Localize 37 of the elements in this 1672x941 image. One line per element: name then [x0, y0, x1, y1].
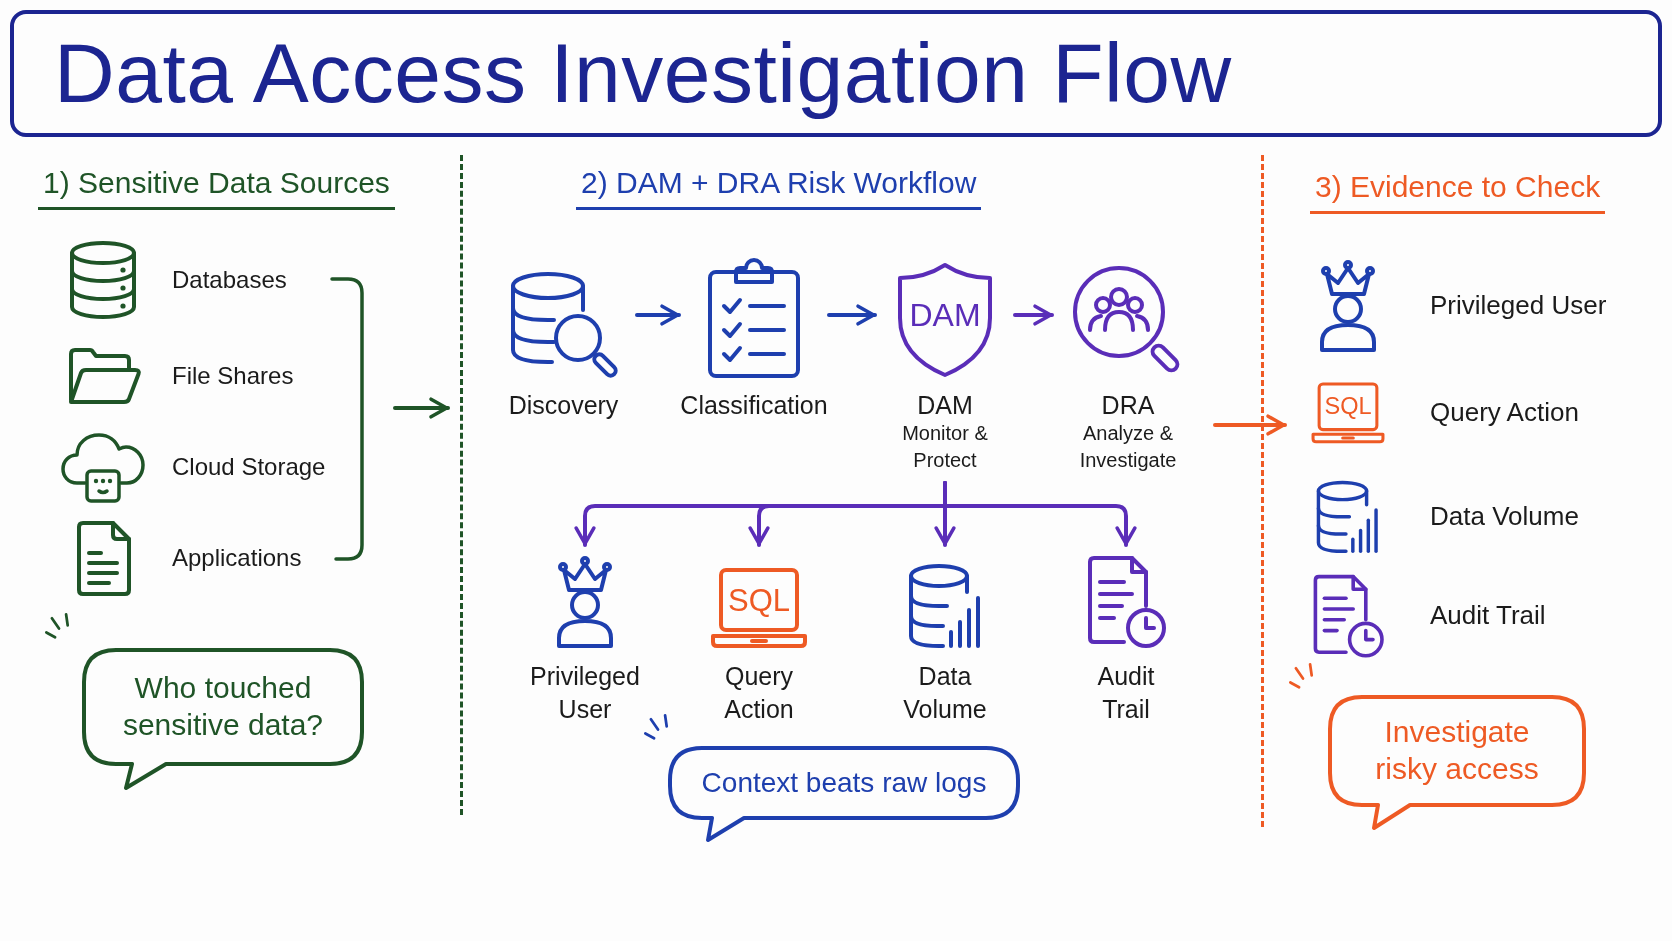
arrow — [1013, 304, 1054, 326]
arrow — [635, 304, 681, 326]
bubble-text: Investigate risky access — [1374, 714, 1540, 787]
item-label: Data Volume — [903, 661, 987, 725]
item-label: Audit Trail — [1430, 600, 1546, 632]
shield-text: DAM — [909, 299, 981, 332]
arrow — [1213, 414, 1287, 436]
item-label: Privileged User — [530, 661, 640, 725]
item-label: Query Action — [724, 661, 794, 725]
step-subtitle: Analyze & Investigate — [1078, 421, 1178, 473]
bubble-text: Who touched sensitive data? — [121, 670, 325, 743]
item-label: Databases — [172, 265, 287, 295]
step-title: Classification — [680, 390, 828, 420]
item-label: Cloud Storage — [172, 452, 326, 482]
speech-bubble — [1328, 695, 1586, 830]
item-label: Data Volume — [1430, 501, 1579, 533]
screen-text: SQL — [728, 584, 790, 616]
screen-text: SQL — [1324, 395, 1372, 419]
item-label: Applications — [172, 543, 302, 573]
arrow — [827, 304, 877, 326]
section-heading: 2) DAM + DRA Risk Workflow — [576, 165, 982, 210]
item-label: Privileged User — [1430, 290, 1607, 322]
item-label: File Shares — [172, 361, 294, 391]
step-subtitle: Monitor & Protect — [901, 421, 989, 473]
arrow — [943, 481, 1137, 547]
section-heading: 1) Sensitive Data Sources — [38, 165, 395, 210]
step-title: Discovery — [508, 390, 619, 420]
item-label: Audit Trail — [1097, 661, 1155, 725]
title-text: Data Access Investigation Flow — [54, 27, 1232, 120]
item-label: Query Action — [1430, 397, 1579, 429]
step-title: DAM — [917, 390, 973, 420]
speech-bubble — [82, 648, 364, 790]
bubble-text: Context beats raw logs — [701, 765, 987, 800]
arrow — [393, 397, 450, 419]
speech-bubble — [668, 746, 1020, 842]
step-title: DRA — [1101, 390, 1155, 420]
section-heading: 3) Evidence to Check — [1310, 169, 1606, 214]
